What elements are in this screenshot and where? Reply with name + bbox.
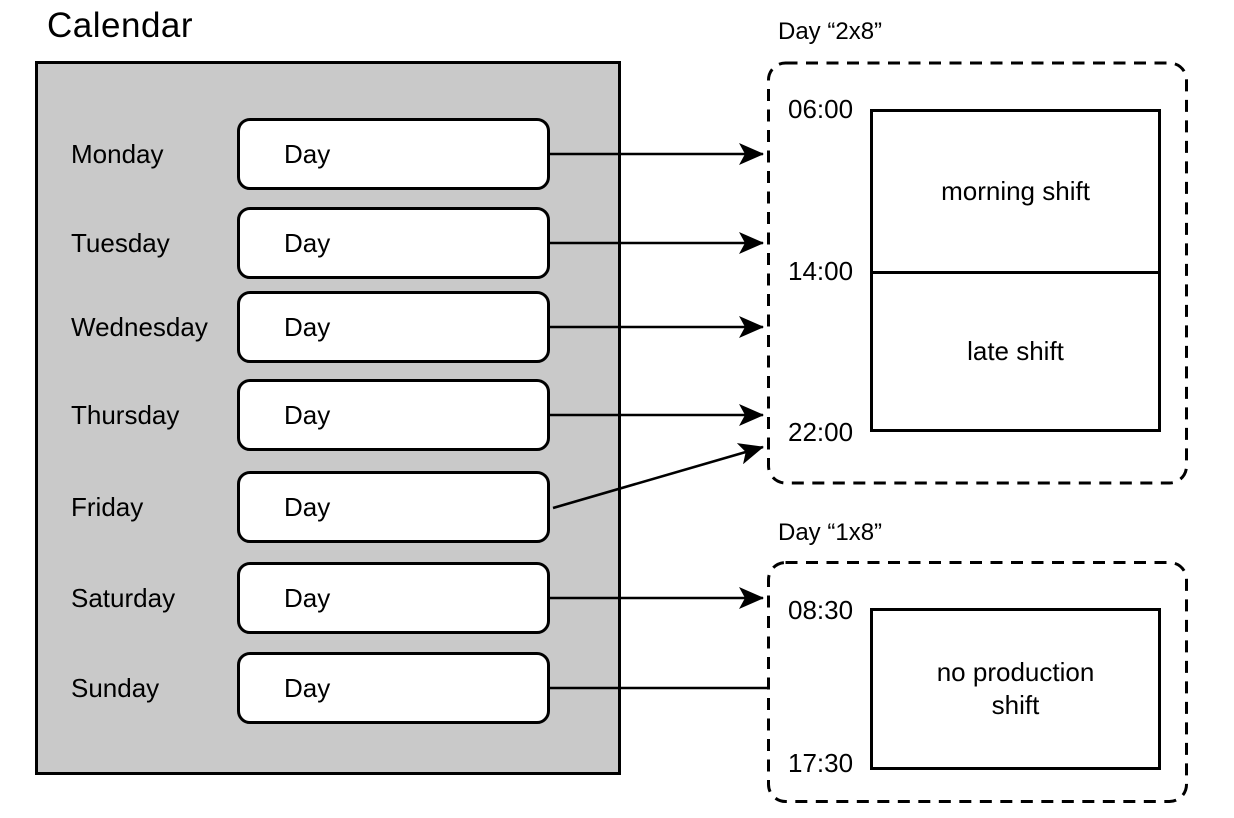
day-box-label: Day: [284, 311, 331, 342]
day-box-saturday: Day: [237, 562, 550, 634]
morning-shift-cell: morning shift: [873, 112, 1158, 274]
late-shift-cell: late shift: [873, 274, 1158, 429]
shift-rect-2x8: morning shift late shift: [870, 109, 1161, 432]
day-label-saturday: Saturday: [71, 583, 176, 613]
day-label-monday: Monday: [71, 139, 164, 169]
day-box-tuesday: Day: [237, 207, 550, 279]
day-box-friday: Day: [237, 471, 550, 543]
day-box-wednesday: Day: [237, 291, 550, 363]
no-production-shift-cell: no production shift: [873, 611, 1158, 767]
day-box-label: Day: [284, 227, 331, 258]
day-label-friday: Friday: [71, 492, 144, 522]
late-shift-label: late shift: [967, 336, 1064, 366]
day-box-label: Day: [284, 491, 331, 522]
shift-rect-1x8: no production shift: [870, 608, 1161, 770]
morning-shift-label: morning shift: [941, 176, 1090, 206]
no-production-shift-label: no production shift: [936, 657, 1095, 720]
day-label-tuesday: Tuesday: [71, 228, 170, 258]
day-label-wednesday: Wednesday: [71, 312, 208, 342]
time-label-0600: 06:00: [788, 94, 854, 124]
day-box-label: Day: [284, 672, 331, 703]
calendar-title: Calendar: [47, 6, 194, 45]
day-box-sunday: Day: [237, 652, 550, 724]
time-label-1400: 14:00: [788, 256, 854, 286]
time-label-1730: 17:30: [788, 748, 854, 778]
day-box-label: Day: [284, 582, 331, 613]
day-box-label: Day: [284, 399, 331, 430]
day-label-thursday: Thursday: [71, 400, 180, 430]
day-2x8-title: Day “2x8”: [778, 18, 883, 45]
day-box-label: Day: [284, 138, 331, 169]
day-label-sunday: Sunday: [71, 673, 160, 703]
time-label-2200: 22:00: [788, 417, 854, 447]
time-label-0830: 08:30: [788, 595, 854, 625]
day-box-thursday: Day: [237, 379, 550, 451]
day-box-monday: Day: [237, 118, 550, 190]
day-1x8-title: Day “1x8”: [778, 519, 883, 546]
